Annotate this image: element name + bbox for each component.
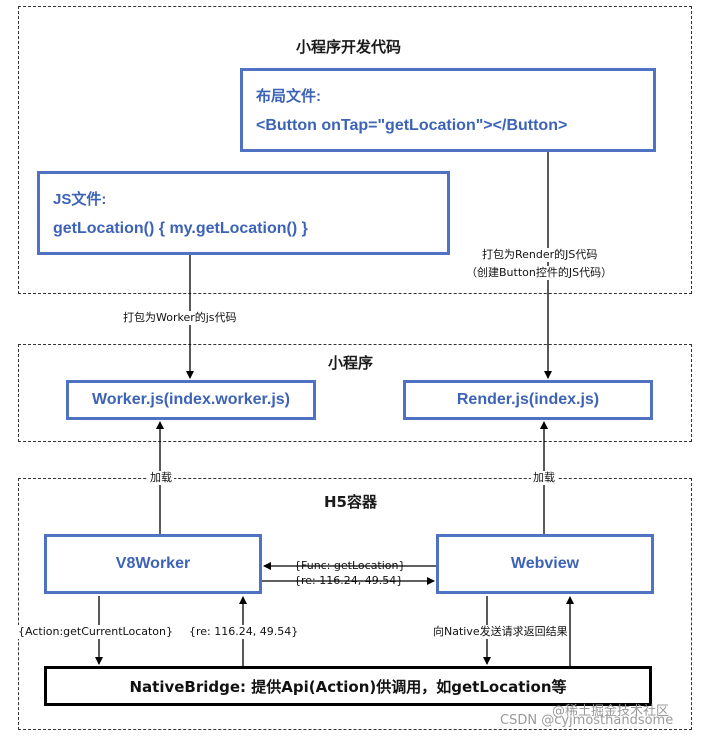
dev-code-section bbox=[18, 6, 692, 294]
load-right-label: 加载 bbox=[531, 471, 557, 485]
pack-render-label-2: （创建Button控件的JS代码） bbox=[466, 266, 613, 280]
js-file-title: JS文件: bbox=[53, 191, 107, 208]
watermark-juejin: @稀土掘金技术社区 bbox=[552, 704, 670, 719]
watermark-csdn: CSDN @cyjmosthandsome bbox=[500, 713, 674, 728]
v8worker-label: V8Worker bbox=[115, 555, 191, 572]
worker-js-label: Worker.js(index.worker.js) bbox=[91, 391, 290, 408]
pack-render-label-1: 打包为Render的JS代码 bbox=[482, 248, 598, 262]
re-v8-label: {re: 116.24, 49.54} bbox=[189, 625, 299, 639]
native-request-label: 向Native发送请求返回结果 bbox=[433, 625, 568, 639]
mini-program-section bbox=[18, 344, 692, 442]
webview-box: Webview bbox=[436, 534, 654, 594]
action-call-label: {Action:getCurrentLocaton} bbox=[18, 625, 173, 639]
mini-program-title: 小程序 bbox=[328, 354, 374, 372]
h5-container-title: H5容器 bbox=[324, 493, 377, 511]
pack-worker-label: 打包为Worker的js代码 bbox=[123, 311, 237, 325]
native-bridge-box: NativeBridge: 提供Api(Action)供调用，如getLocat… bbox=[44, 666, 652, 706]
dev-code-title: 小程序开发代码 bbox=[296, 38, 402, 56]
re-webview-label: {re: 116.24, 49.54} bbox=[294, 574, 404, 587]
layout-file-code: <Button onTap="getLocation"></Button> bbox=[256, 117, 568, 134]
layout-file-box: 布局文件: <Button onTap="getLocation"></Butt… bbox=[240, 68, 656, 152]
layout-file-title: 布局文件: bbox=[256, 88, 321, 105]
worker-js-box: Worker.js(index.worker.js) bbox=[66, 380, 316, 420]
render-js-label: Render.js(index.js) bbox=[456, 391, 600, 408]
func-call-label: {Func: getLocation} bbox=[294, 559, 406, 572]
h5-container-section bbox=[18, 478, 692, 730]
load-left-label: 加载 bbox=[148, 471, 174, 485]
render-js-box: Render.js(index.js) bbox=[403, 380, 653, 420]
native-bridge-label: NativeBridge: 提供Api(Action)供调用，如getLocat… bbox=[129, 677, 567, 696]
v8worker-box: V8Worker bbox=[44, 534, 262, 594]
js-file-code: getLocation() { my.getLocation() } bbox=[53, 220, 308, 237]
js-file-box: JS文件: getLocation() { my.getLocation() } bbox=[37, 171, 450, 255]
webview-label: Webview bbox=[510, 555, 580, 572]
